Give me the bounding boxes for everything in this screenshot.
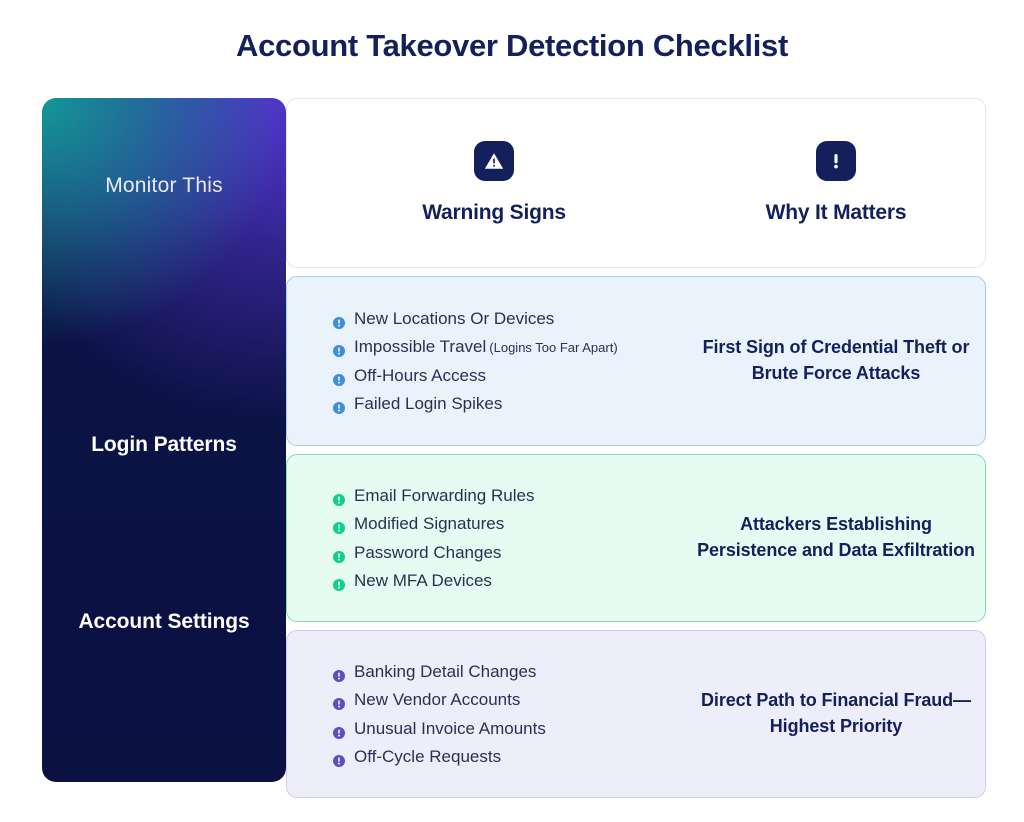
row-card-payment-activity: Banking Detail Changes New Vendor Accoun… <box>286 630 986 798</box>
alert-circle-icon <box>333 665 345 682</box>
alert-circle-icon <box>333 750 345 767</box>
header-label-why-it-matters: Why It Matters <box>765 201 907 224</box>
alert-circle-icon <box>333 397 345 414</box>
why-it-matters-text: Direct Path to Financial Fraud— Highest … <box>701 690 971 736</box>
alert-circle-icon <box>333 489 345 506</box>
alert-circle-icon <box>333 312 345 329</box>
warning-signs-list-account-settings: Email Forwarding Rules Modified Signatur… <box>333 484 687 593</box>
header-label-warning-signs: Warning Signs <box>422 201 566 224</box>
alert-circle-icon <box>333 693 345 711</box>
list-item: Password Changes <box>333 541 687 564</box>
alert-circle-icon <box>333 546 345 563</box>
list-item: Off-Hours Access <box>333 364 687 387</box>
list-item-text: Modified Signatures <box>354 514 505 534</box>
exclamation-icon <box>816 141 856 181</box>
list-item-text: Off-Hours Access <box>354 365 486 385</box>
list-item-text: Off-Cycle Requests <box>354 746 502 766</box>
list-item: New MFA Devices <box>333 569 687 592</box>
alert-circle-icon <box>333 722 345 739</box>
list-item-text: New Locations Or Devices <box>354 308 555 328</box>
why-it-matters-text: First Sign of Credential Theft or Brute … <box>702 337 970 383</box>
list-item: Impossible Travel(Logins Too Far Apart) <box>333 335 687 358</box>
row-card-account-settings: Email Forwarding Rules Modified Signatur… <box>286 454 986 622</box>
why-it-matters-cell-account-settings: Attackers Establishing Persistence and D… <box>687 512 985 563</box>
list-item-text: Impossible Travel <box>354 337 487 357</box>
warning-triangle-icon <box>474 141 514 181</box>
monitor-this-sidebar: Monitor This Login Patterns Account Sett… <box>42 98 286 782</box>
checklist-board: Monitor This Login Patterns Account Sett… <box>42 98 986 798</box>
list-item-text: Password Changes <box>354 542 502 562</box>
warning-signs-list-login-patterns: New Locations Or Devices Impossible Trav… <box>333 307 687 416</box>
alert-circle-icon <box>333 340 345 358</box>
list-item-text: Banking Detail Changes <box>354 661 537 681</box>
warning-signs-cell-account-settings: Email Forwarding Rules Modified Signatur… <box>287 484 687 593</box>
list-item: New Locations Or Devices <box>333 307 687 330</box>
table-header-card: Warning Signs Why It Matters <box>286 98 986 268</box>
why-it-matters-cell-payment-activity: Direct Path to Financial Fraud— Highest … <box>687 688 985 739</box>
sidebar-row-label-login-patterns: Login Patterns <box>91 433 237 457</box>
header-col-warning-signs: Warning Signs <box>287 141 687 225</box>
page-title: Account Takeover Detection Checklist <box>236 28 788 63</box>
cards-column: Warning Signs Why It Matters <box>286 98 986 798</box>
list-item: New Vendor Accounts <box>333 688 687 711</box>
list-item-text: New MFA Devices <box>354 570 492 590</box>
list-item-wrap: Impossible Travel(Logins Too Far Apart) <box>354 335 618 358</box>
list-item: Banking Detail Changes <box>333 660 687 683</box>
list-item: Modified Signatures <box>333 512 687 535</box>
sidebar-header-label: Monitor This <box>105 173 223 197</box>
row-card-login-patterns: New Locations Or Devices Impossible Trav… <box>286 276 986 446</box>
sidebar-row-label-account-settings: Account Settings <box>78 610 250 634</box>
list-item: Failed Login Spikes <box>333 392 687 415</box>
sidebar-row-label-payment-activity: Payment Activity <box>42 714 286 782</box>
header-col-why-it-matters: Why It Matters <box>687 141 985 225</box>
alert-circle-icon <box>333 574 345 591</box>
warning-signs-cell-payment-activity: Banking Detail Changes New Vendor Accoun… <box>287 660 687 769</box>
list-item-text: Email Forwarding Rules <box>354 485 535 505</box>
why-it-matters-text: Attackers Establishing Persistence and D… <box>697 514 975 560</box>
list-item: Off-Cycle Requests <box>333 745 687 768</box>
list-item-note: (Logins Too Far Apart) <box>489 340 618 356</box>
list-item: Unusual Invoice Amounts <box>333 717 687 740</box>
alert-circle-icon <box>333 369 345 386</box>
list-item-text: New Vendor Accounts <box>354 690 521 710</box>
alert-circle-icon <box>333 517 345 535</box>
warning-signs-list-payment-activity: Banking Detail Changes New Vendor Accoun… <box>333 660 687 769</box>
list-item: Email Forwarding Rules <box>333 484 687 507</box>
why-it-matters-cell-login-patterns: First Sign of Credential Theft or Brute … <box>687 335 985 386</box>
warning-signs-cell-login-patterns: New Locations Or Devices Impossible Trav… <box>287 307 687 416</box>
list-item-text: Failed Login Spikes <box>354 393 503 413</box>
list-item-text: Unusual Invoice Amounts <box>354 718 546 738</box>
